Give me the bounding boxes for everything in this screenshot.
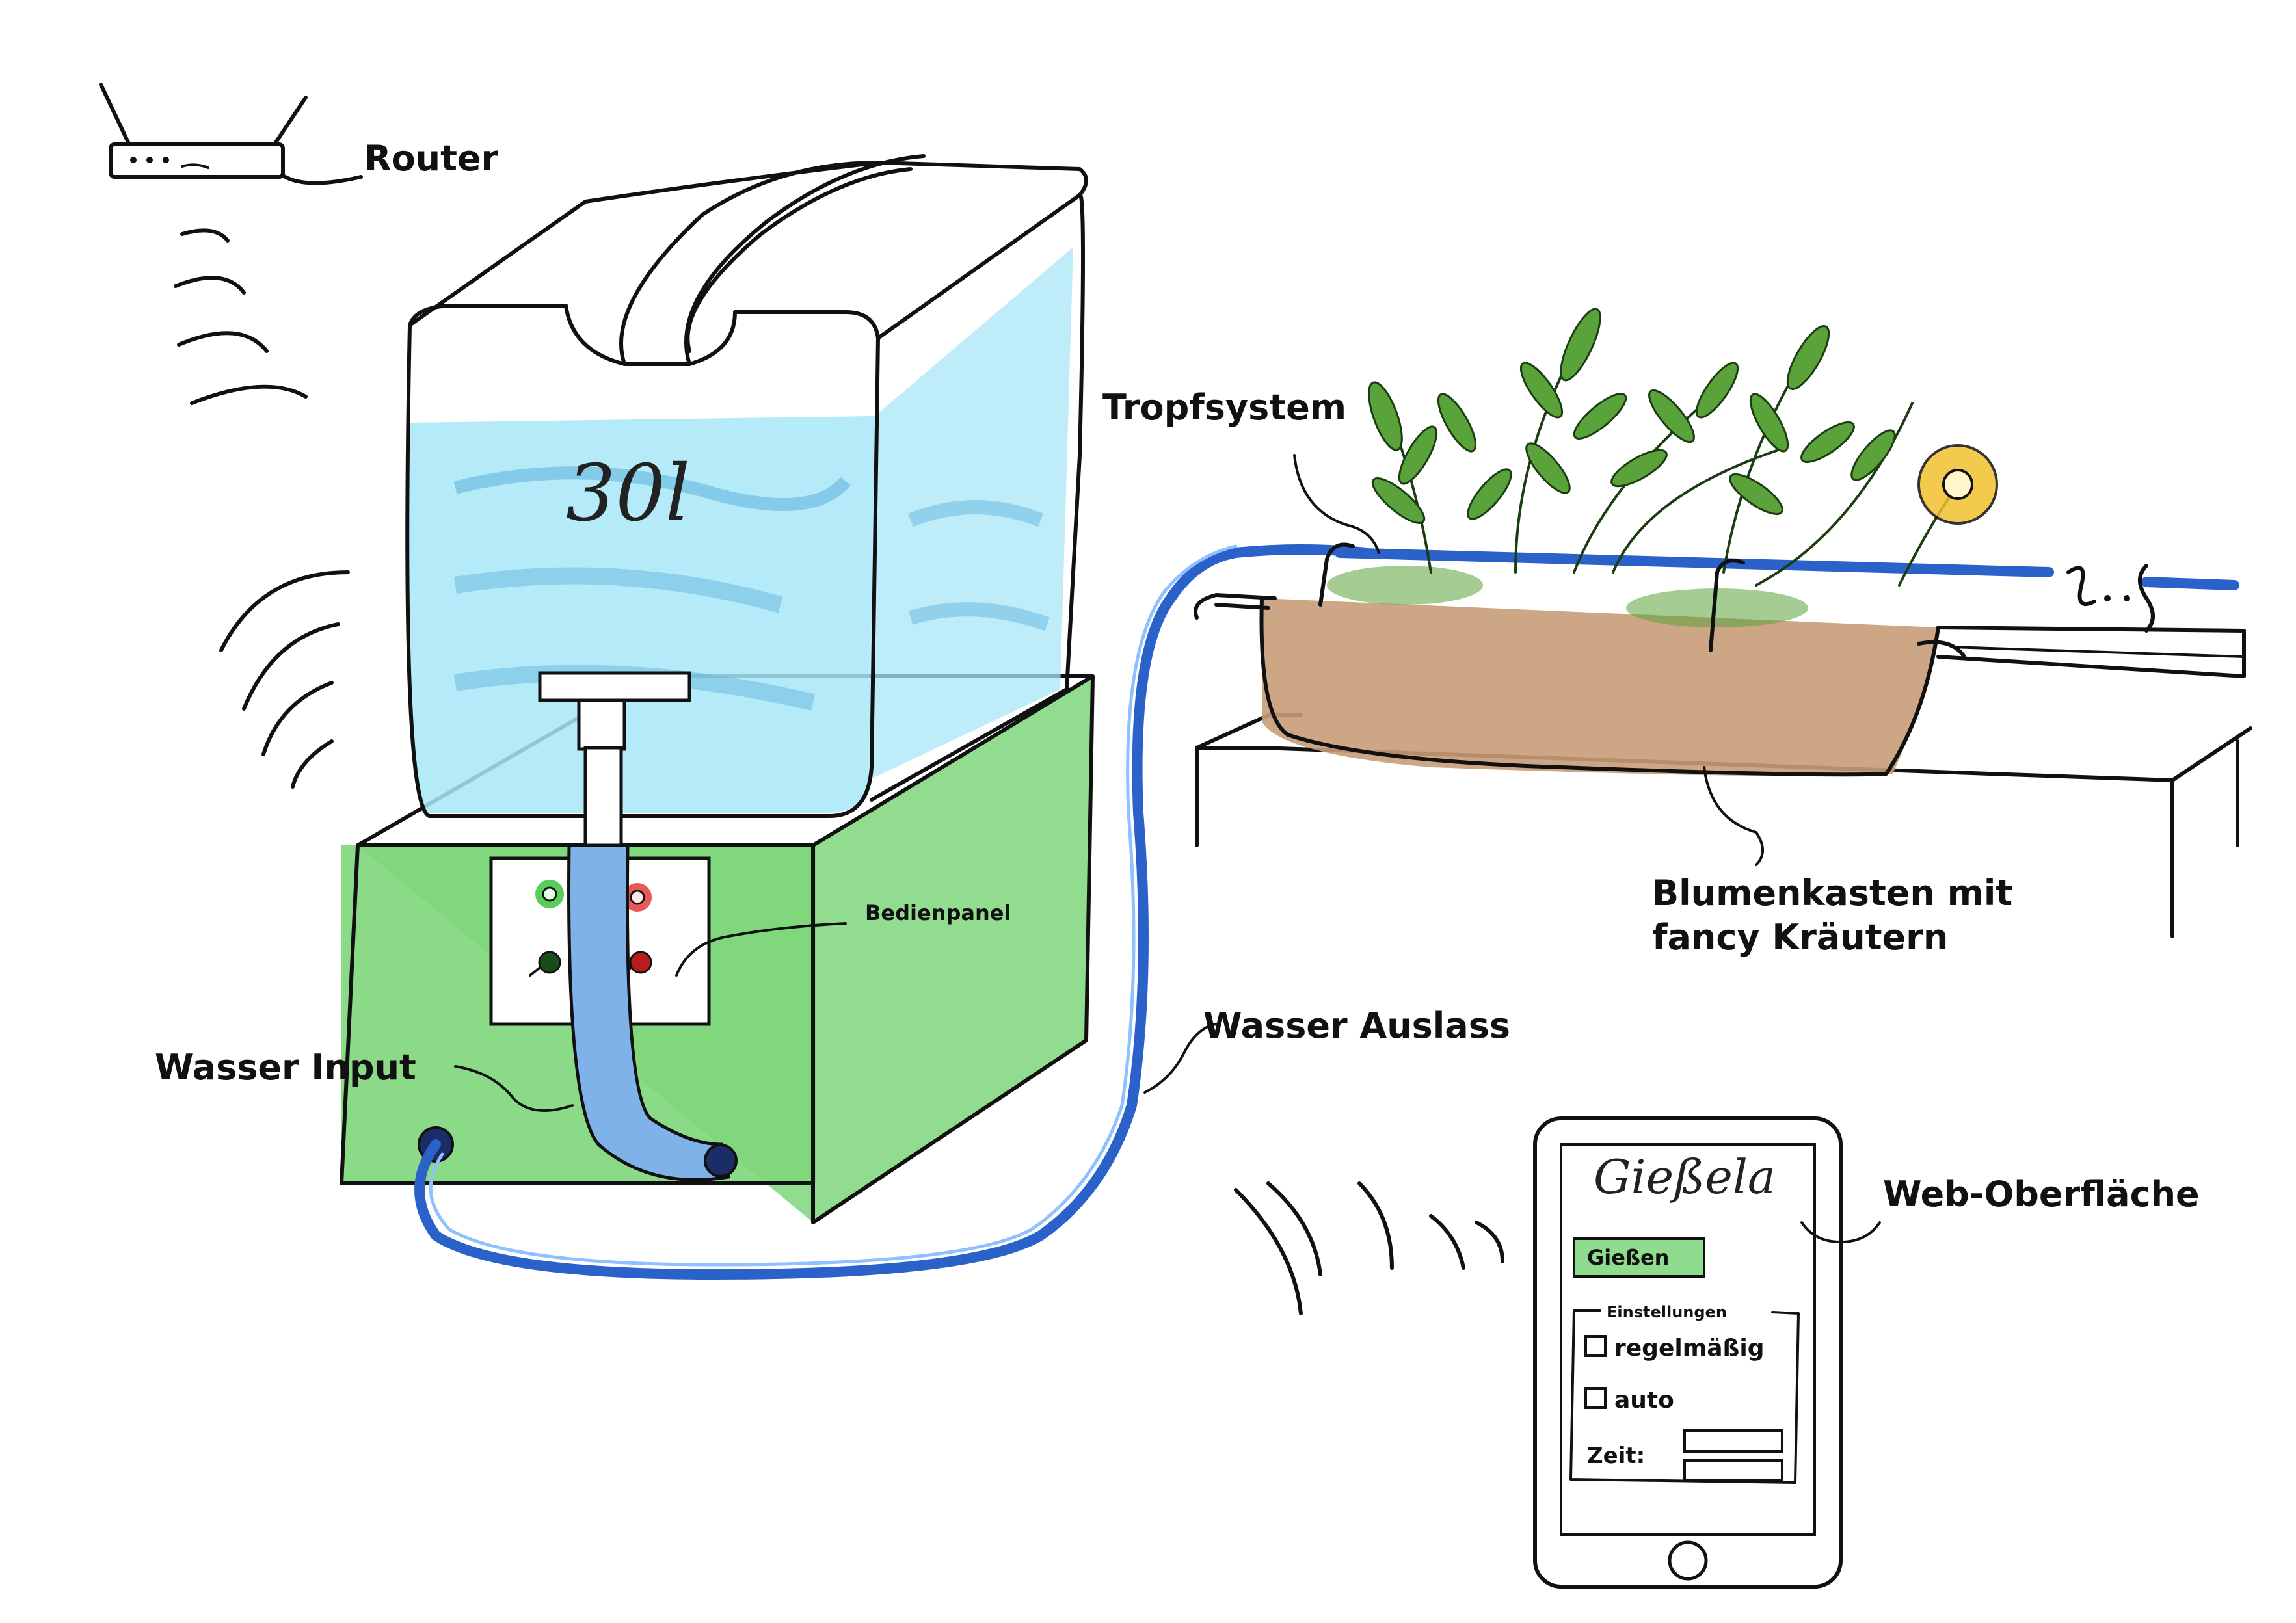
wasser-auslass-label: Wasser Auslass (1203, 1005, 1510, 1046)
time-input-end[interactable] (1685, 1460, 1782, 1480)
checkbox-regular[interactable] (1586, 1336, 1605, 1356)
wasser-input-label: Wasser Input (155, 1047, 416, 1088)
tropfsystem-leader (1294, 455, 1379, 553)
wifi-waves-icon (221, 572, 348, 787)
water-button-label: Gießen (1587, 1245, 1669, 1270)
wifi-waves-icon (1236, 1183, 1502, 1313)
checkbox-auto[interactable] (1586, 1388, 1605, 1408)
planter (1195, 595, 2244, 865)
home-button-icon[interactable] (1670, 1542, 1706, 1579)
water-tank-icon (406, 156, 1086, 816)
web-oberflaeche-label: Web-Oberfläche (1883, 1174, 2200, 1215)
led-icon (535, 880, 564, 908)
router-label: Router (364, 138, 499, 179)
bedienpanel-label: Bedienpanel (865, 901, 1011, 925)
blumenkasten-leader (1704, 767, 1763, 865)
option-regular-label: regelmäßig (1614, 1335, 1765, 1362)
settings-legend: Einstellungen (1607, 1303, 1727, 1321)
blumenkasten-label-line1: Blumenkasten mit (1652, 873, 2012, 914)
time-input-start[interactable] (1685, 1431, 1782, 1451)
blumenkasten-label-line2: fancy Kräutern (1652, 917, 1948, 958)
time-label: Zeit: (1587, 1443, 1645, 1469)
router-icon (101, 85, 361, 183)
water-button[interactable]: Gießen (1574, 1239, 1704, 1276)
plant-icon (1327, 304, 1912, 627)
tank-volume-label: 30l (566, 449, 690, 539)
tropfsystem-label: Tropfsystem (1102, 387, 1346, 428)
wifi-waves-icon (176, 230, 306, 403)
option-auto-label: auto (1614, 1387, 1674, 1414)
app-title: Gießela (1594, 1150, 1776, 1204)
